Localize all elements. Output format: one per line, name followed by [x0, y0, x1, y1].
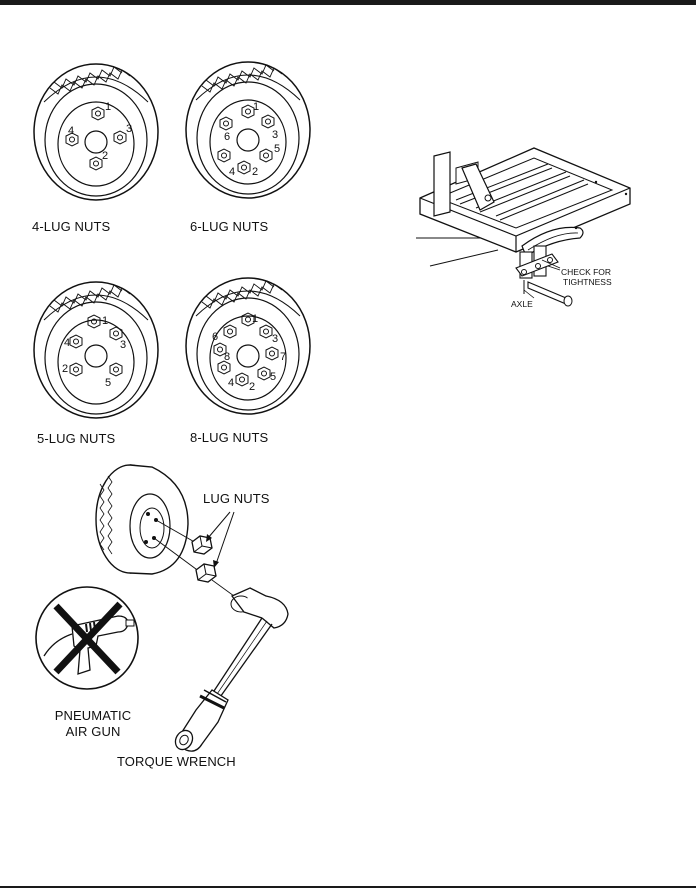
pneumatic-label-line2: AIR GUN — [65, 724, 121, 739]
wheel-6-lug: 1 3 5 2 4 6 — [185, 61, 311, 199]
torque-wrench-label: TORQUE WRENCH — [117, 754, 236, 769]
nut-number: 4 — [68, 125, 74, 137]
check-label-line2: TIGHTNESS — [563, 277, 612, 287]
tire-side-icon — [95, 464, 189, 575]
lug-nut-icon — [109, 362, 123, 377]
nut-number: 6 — [224, 131, 230, 143]
lug-nut-icon — [259, 148, 273, 163]
lug-nut-icon — [113, 130, 127, 145]
lug-nut-icon — [69, 362, 83, 377]
nut-number: 1 — [252, 313, 258, 325]
nut-number: 6 — [212, 331, 218, 343]
socket-icon — [230, 587, 289, 629]
wheel-8-lug: 1 3 7 5 2 4 8 6 — [185, 277, 311, 415]
no-air-gun-icon — [35, 586, 139, 690]
nut-number: 5 — [105, 377, 111, 389]
lug-nuts-label: LUG NUTS — [203, 491, 270, 506]
pneumatic-label: PNEUMATIC AIR GUN — [40, 708, 146, 740]
lug-nut-icon — [217, 148, 231, 163]
nut-number: 3 — [272, 333, 278, 345]
pneumatic-label-line1: PNEUMATIC — [54, 708, 132, 723]
nut-number: 2 — [249, 381, 255, 393]
check-tightness-label: CHECK FOR TIGHTNESS — [561, 267, 612, 287]
lug-nut-icon — [257, 366, 271, 381]
lug-nut-icon — [235, 372, 249, 387]
trailer-axle-diagram — [416, 147, 631, 307]
wheel-label-6-lug: 6-LUG NUTS — [190, 219, 269, 234]
lug-nut-icon — [69, 334, 83, 349]
lug-nut-icon — [217, 360, 231, 375]
nut-number: 1 — [253, 101, 259, 113]
top-border — [0, 0, 696, 5]
nut-number: 5 — [274, 143, 280, 155]
nut-number: 2 — [62, 363, 68, 375]
lug-nut-icon — [213, 342, 227, 357]
lug-nut-icon — [65, 132, 79, 147]
lug-nut-icon — [261, 114, 275, 129]
nut-number: 4 — [64, 337, 70, 349]
lug-nut-icon — [87, 314, 101, 329]
wheel-5-lug: 1 3 5 2 4 — [33, 281, 159, 419]
nut-number: 3 — [120, 339, 126, 351]
lug-nut-icon — [241, 104, 255, 119]
nut-number: 3 — [272, 129, 278, 141]
axle-icon — [523, 280, 573, 307]
lug-nut-icon — [241, 312, 255, 327]
nut-number: 4 — [229, 166, 235, 178]
wheel-label-8-lug: 8-LUG NUTS — [190, 430, 269, 445]
u-bolt-icon — [515, 245, 559, 279]
lug-nut-icon — [89, 156, 103, 171]
torque-wrench-diagram — [95, 464, 289, 752]
nut-number: 8 — [224, 351, 230, 363]
nut-number: 1 — [105, 101, 111, 113]
torque-wrench-icon — [174, 617, 273, 752]
lug-nut-icon — [223, 324, 237, 339]
wheel-label-5-lug: 5-LUG NUTS — [37, 431, 116, 446]
lug-nut-icon — [259, 324, 273, 339]
lug-nut-icon — [237, 160, 251, 175]
lug-nut-icon — [91, 106, 105, 121]
nut-number: 2 — [102, 150, 108, 162]
nut-number: 4 — [228, 377, 234, 389]
lug-nut-icon — [195, 563, 217, 583]
nut-number: 1 — [102, 315, 108, 327]
wheel-label-4-lug: 4-LUG NUTS — [32, 219, 111, 234]
nut-number: 7 — [280, 351, 286, 363]
lug-nut-icon — [219, 116, 233, 131]
lug-nut-icon — [265, 346, 279, 361]
lug-nut-icon — [109, 326, 123, 341]
nut-number: 5 — [270, 371, 276, 383]
check-label-line1: CHECK FOR — [561, 267, 612, 277]
nut-number: 3 — [126, 123, 132, 135]
wheel-4-lug: 1 3 2 4 — [33, 63, 159, 201]
nut-number: 2 — [252, 166, 258, 178]
bottom-border — [0, 886, 696, 888]
axle-label: AXLE — [511, 299, 533, 309]
